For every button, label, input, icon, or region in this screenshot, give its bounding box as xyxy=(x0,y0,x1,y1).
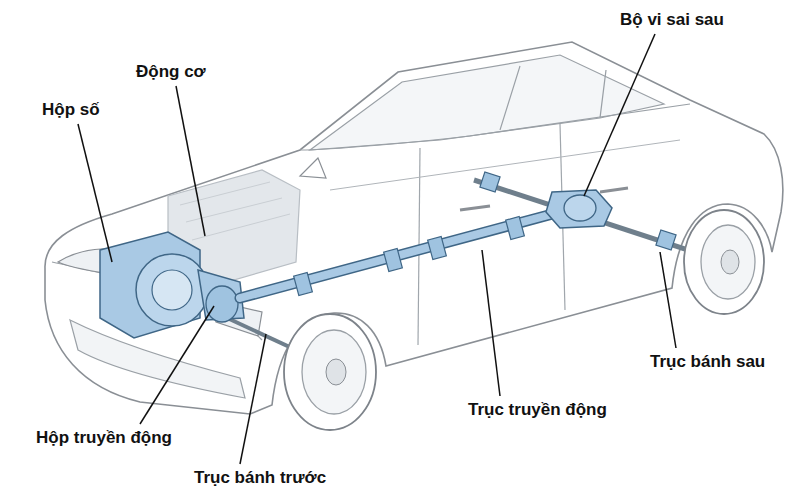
part-label: Hộp số xyxy=(40,100,102,120)
part-label: Hộp truyền động xyxy=(34,428,174,448)
part-label: Trục truyền động xyxy=(466,400,609,420)
part-label: Trục bánh trước xyxy=(192,468,328,488)
part-label: Động cơ xyxy=(134,62,208,82)
part-label: Bộ vi sai sau xyxy=(618,10,726,30)
leader-lines xyxy=(78,34,676,464)
part-label: Trục bánh sau xyxy=(648,352,767,372)
